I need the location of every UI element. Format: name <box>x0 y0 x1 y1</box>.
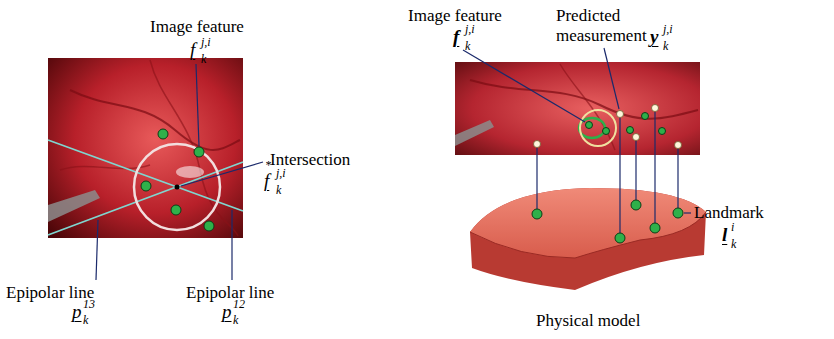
endoscope-image <box>48 58 243 238</box>
math-index: 13 <box>83 298 95 312</box>
label-text: Image feature <box>408 6 502 26</box>
feature-dots <box>586 113 666 135</box>
intersection-dot <box>175 185 180 190</box>
leader-lines <box>463 48 691 213</box>
math-index: k <box>83 314 88 328</box>
label-text: Physical model <box>536 311 640 331</box>
model-side <box>470 188 706 290</box>
math-index: k <box>663 40 668 54</box>
math-symbol: f <box>264 170 269 192</box>
model-edge <box>470 212 706 258</box>
vessel <box>560 64 615 150</box>
math-symbol: l <box>722 224 727 246</box>
math-index: k <box>201 53 206 67</box>
math-symbol: f <box>453 26 459 48</box>
math-index: j,i <box>663 23 673 37</box>
vessel <box>70 90 240 150</box>
epipolar-line <box>48 162 243 235</box>
math-symbol: y <box>650 26 658 48</box>
label-text: Epipolar line <box>6 283 94 303</box>
instrument <box>48 190 100 222</box>
label-text: Image feature <box>150 17 244 37</box>
highlight <box>176 166 204 178</box>
search-circle <box>134 144 220 230</box>
math-index: k <box>731 238 736 252</box>
math-index: * <box>265 159 271 173</box>
math-symbol: f <box>190 39 195 61</box>
math-index: k <box>465 40 470 54</box>
math-index: j,i <box>465 23 475 37</box>
math-index: i <box>731 221 734 235</box>
math-symbol: p <box>222 301 232 323</box>
math-index: j,i <box>201 36 211 50</box>
math-index: k <box>276 184 281 198</box>
leader-lines <box>96 64 263 280</box>
predicted-dots <box>534 105 682 149</box>
math-index: 12 <box>233 298 245 312</box>
math-symbol: p <box>72 301 82 323</box>
label-text: Epipolar line <box>186 283 274 303</box>
landmark-dots <box>532 200 683 243</box>
math-index: k <box>233 314 238 328</box>
gate-circle <box>580 110 616 146</box>
math-index: j,i <box>276 167 286 181</box>
endoscope-image <box>455 62 700 155</box>
projection-lines <box>537 112 678 233</box>
vessel <box>470 80 698 119</box>
epipolar-line <box>48 140 243 211</box>
instrument <box>455 120 494 146</box>
label-text: Landmark <box>694 203 764 223</box>
label-text: Predicted measurement <box>556 6 656 45</box>
model-top <box>470 188 706 258</box>
